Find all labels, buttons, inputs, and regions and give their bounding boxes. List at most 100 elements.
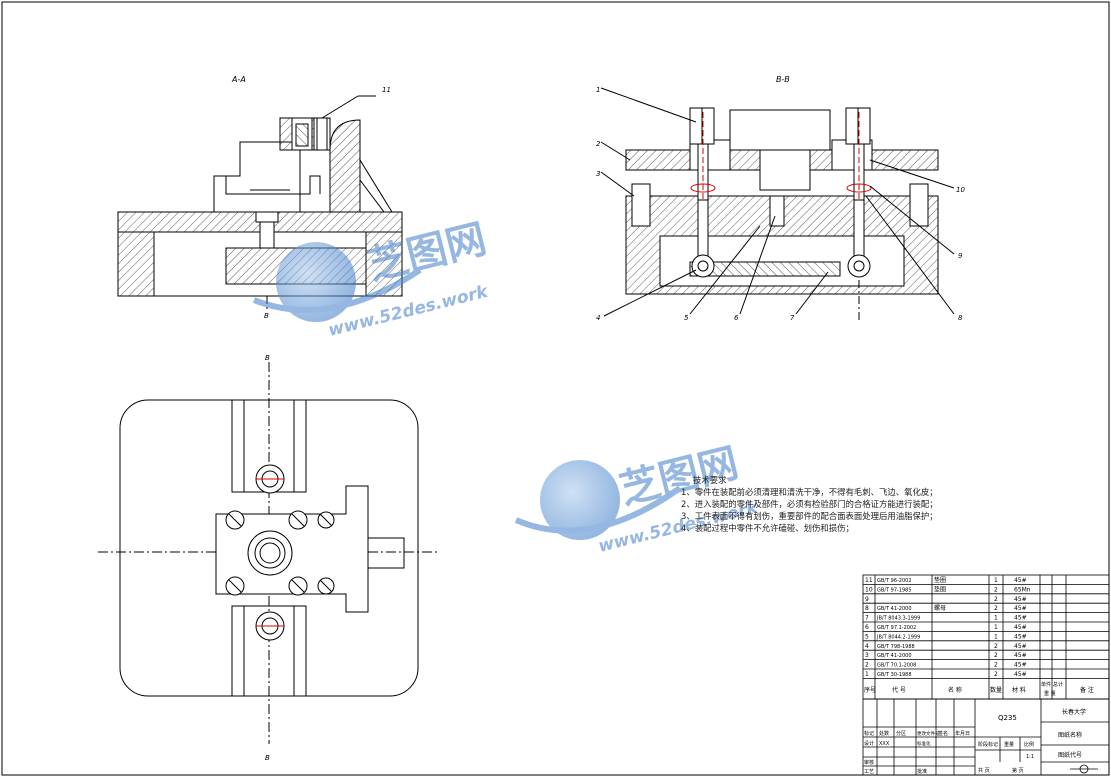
tech-notes-title: 技术要求	[693, 475, 727, 485]
cut-marker-a-bottom: B	[264, 312, 269, 320]
title-designer: XXX	[879, 741, 890, 747]
bom-cell-no: 3	[865, 652, 869, 659]
bom-header-qty: 数量	[990, 686, 1002, 694]
bom-header-remark: 备 注	[1080, 686, 1094, 694]
bom-cell-qty: 2	[994, 586, 998, 593]
bom-cell-code: GB/T 30-1988	[877, 672, 912, 678]
bom-cell-code: GB/T 41-2000	[877, 653, 912, 659]
callout-4: 4	[596, 314, 600, 322]
tech-note-4: 4、装配过程中零件不允许磕碰、划伤和损伤；	[681, 523, 854, 533]
callout-8: 8	[958, 314, 963, 322]
bom-cell-no: 5	[865, 633, 869, 640]
bom-cell-code: GB/T 97-1985	[877, 587, 912, 593]
bom-cell-code: GB/T 96-2002	[877, 578, 912, 584]
bom-cell-name: 螺母	[934, 604, 946, 612]
callout-9: 9	[958, 252, 963, 260]
bom-cell-material: 45#	[1014, 662, 1027, 669]
bom-cell-qty: 2	[994, 662, 998, 669]
title-sheet-no: 第 页	[1012, 767, 1024, 774]
bom-cell-qty: 2	[994, 605, 998, 612]
callout-7: 7	[790, 314, 795, 322]
callout-3: 3	[596, 170, 600, 178]
title-count: 处数	[879, 730, 889, 737]
section-a-a-view: A-A 11 B	[117, 75, 403, 320]
bom-cell-qty: 1	[994, 624, 998, 631]
bom-cell-qty: 1	[994, 615, 998, 622]
section-b-title: B-B	[776, 75, 790, 84]
title-drawing-code: 图纸代号	[1058, 751, 1082, 759]
bom-cell-no: 9	[865, 596, 869, 603]
title-scale-label: 比例	[1024, 741, 1034, 748]
tech-note-3: 3、工件表面不得有划伤，重要部件的配合面表面处理后用油脂保护；	[681, 511, 938, 521]
bom-header-code: 代 号	[892, 686, 906, 694]
title-sheets-total: 共 页	[978, 767, 990, 774]
callout-10: 10	[956, 186, 965, 194]
bom-cell-code: JB/T 8044.2-1999	[876, 634, 920, 640]
title-zone: 分区	[896, 730, 906, 737]
bom-cell-no: 8	[865, 605, 869, 612]
bom-header-mat: 材 料	[1012, 686, 1026, 694]
bom-cell-qty: 2	[994, 652, 998, 659]
title-review: 审核	[864, 759, 874, 766]
bom-cell-name: 垫圈	[934, 585, 946, 593]
callout-11: 11	[382, 86, 391, 94]
cut-marker-b-bottom: B	[265, 754, 270, 762]
bom-cell-code: GB/T 70.1-2008	[877, 663, 916, 669]
cut-marker-b-top: B	[265, 354, 270, 362]
callout-5: 5	[684, 314, 689, 322]
tech-note-1: 1、零件在装配前必须清理和清洗干净，不得有毛刺、飞边、氧化皮；	[681, 487, 938, 497]
title-weight: 重量	[1004, 741, 1014, 748]
bom-cell-no: 6	[865, 624, 869, 631]
bom-cell-material: 65Mn	[1014, 586, 1031, 593]
bom-cell-qty: 1	[994, 633, 998, 640]
bom-cell-no: 2	[865, 662, 869, 669]
technical-notes: 技术要求 1、零件在装配前必须清理和清洗干净，不得有毛刺、飞边、氧化皮； 2、进…	[681, 474, 1021, 534]
bom-cell-code: GB/T 41-2000	[877, 606, 912, 612]
bom-header-no: 序号	[864, 686, 876, 694]
section-b-b-view: B-B 1 2	[596, 75, 965, 322]
bom-cell-qty: 2	[994, 596, 998, 603]
bom-header-unit-weight: 单件	[1041, 681, 1051, 688]
bom-header-name: 名 称	[948, 686, 962, 694]
bom-cell-qty: 2	[994, 643, 998, 650]
title-block: Q235 长春大学 图纸名称 图纸代号 阶段标记 重量 比例 1:1 共 页 第…	[862, 698, 1110, 776]
bom-cell-material: 45#	[1014, 633, 1027, 640]
bom-cell-code: GB/T 798-1988	[877, 644, 915, 650]
bom-cell-qty: 1	[994, 577, 998, 584]
title-school: 长春大学	[1062, 708, 1086, 716]
bom-cell-code: JB/T 8043.3-1999	[876, 616, 920, 622]
tech-note-2: 2、进入装配的零件及部件，必须有检验部门的合格证方能进行装配；	[681, 499, 938, 509]
bom-cell-material: 45#	[1014, 643, 1027, 650]
callout-1: 1	[596, 86, 600, 94]
bom-header-weight: 重 量	[1044, 690, 1056, 697]
title-material: Q235	[998, 714, 1017, 722]
title-process: 工艺	[864, 769, 874, 775]
bom-cell-no: 4	[865, 643, 869, 650]
title-scale: 1:1	[1026, 754, 1034, 760]
title-sign: 签名	[938, 730, 948, 737]
bom-cell-no: 11	[865, 577, 873, 584]
bom-cell-no: 7	[865, 615, 869, 622]
bom-cell-material: 45#	[1014, 605, 1027, 612]
bom-cell-material: 45#	[1014, 615, 1027, 622]
title-standardize: 标准化	[917, 740, 931, 747]
title-design: 设计	[864, 740, 874, 747]
title-stage-mark: 阶段标记	[978, 741, 998, 748]
title-change-doc: 更改文件号	[917, 730, 940, 737]
bom-cell-material: 45#	[1014, 577, 1027, 584]
section-a-title: A-A	[231, 75, 246, 84]
title-approve: 批准	[917, 768, 927, 775]
title-drawing-name: 图纸名称	[1058, 731, 1082, 739]
title-mark: 标记	[864, 730, 874, 737]
bom-cell-no: 1	[865, 671, 869, 678]
title-date: 年月日	[955, 730, 970, 737]
bom-cell-material: 45#	[1014, 671, 1027, 678]
bom-cell-material: 45#	[1014, 624, 1027, 631]
callout-2: 2	[596, 140, 601, 148]
bom-cell-name: 垫圈	[934, 576, 946, 584]
bom-cell-material: 45#	[1014, 652, 1027, 659]
plan-view: B B	[98, 354, 440, 762]
